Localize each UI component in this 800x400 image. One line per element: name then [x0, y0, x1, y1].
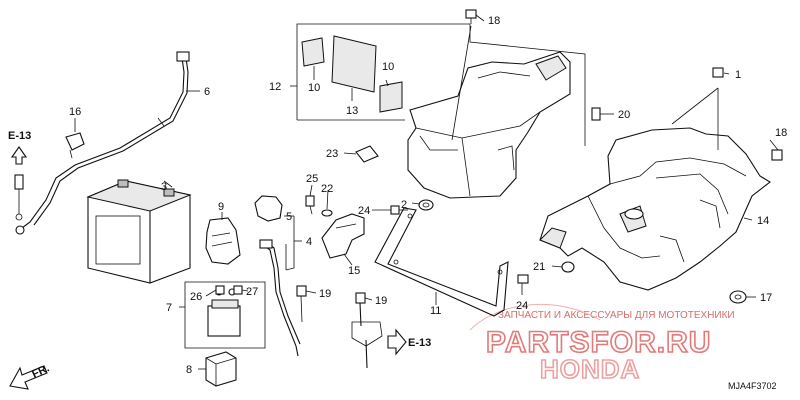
- washer-22: [321, 209, 333, 217]
- callout-1: 1: [735, 69, 741, 81]
- terminal-19a: [296, 285, 307, 323]
- watermark-brand: HONDA: [540, 354, 640, 384]
- callout-20: 20: [618, 109, 630, 121]
- clip-16: [65, 132, 85, 159]
- nut-1: [671, 67, 724, 150]
- rear-fender-14: [539, 127, 771, 291]
- front-arrow: FR.: [9, 362, 51, 390]
- callout-15: 15: [348, 265, 360, 277]
- ref-e13-left: E-13: [8, 130, 31, 142]
- grommet-17: [729, 290, 747, 304]
- bolt-21: [561, 261, 575, 273]
- callout-9: 9: [218, 201, 224, 213]
- diagram-code: MJA4F3702: [728, 381, 777, 391]
- bolt-20: [591, 107, 601, 121]
- callout-5: 5: [286, 211, 292, 223]
- callout-14: 14: [757, 215, 769, 227]
- bolt-25: [305, 195, 315, 215]
- cable-4: [259, 239, 301, 357]
- battery-cable: [15, 51, 190, 235]
- watermark-tagline: ЗАПЧАСТИ И АКСЕССУАРЫ ДЛЯ МОТОТЕХНИКИ: [498, 310, 735, 321]
- clip-23: [355, 145, 379, 163]
- callout-12: 12: [269, 81, 281, 93]
- ref-e13-right: E-13: [387, 328, 431, 356]
- grommet-2: [418, 199, 434, 211]
- callout-19a: 19: [319, 288, 331, 300]
- callout-10b: 10: [382, 61, 394, 73]
- callout-3: 3: [161, 181, 167, 193]
- bolt-e13-left: [10, 146, 28, 221]
- ref-e13-right-label: E-13: [408, 337, 431, 349]
- relay-8: [205, 351, 237, 387]
- callout-17: 17: [760, 292, 772, 304]
- callout-24a: 24: [358, 205, 370, 217]
- callout-8: 8: [186, 364, 192, 376]
- callout-18b: 18: [775, 127, 787, 139]
- callout-4: 4: [306, 236, 312, 248]
- leader-lines: [74, 14, 779, 370]
- callout-26: 26: [190, 291, 202, 303]
- bolt-24b: [517, 274, 529, 284]
- watermark-site: PARTSFOR.RU: [486, 326, 711, 359]
- watermark: ЗАПЧАСТИ И АКСЕССУАРЫ ДЛЯ МОТОТЕХНИКИ PA…: [469, 303, 735, 385]
- frame-stay-11: [374, 207, 509, 317]
- bracket-15: [321, 213, 365, 259]
- callout-19b: 19: [375, 295, 387, 307]
- battery-tray: [407, 51, 571, 199]
- callout-27: 27: [246, 286, 258, 298]
- screw-18-right: [771, 149, 783, 161]
- callout-numbers: 1 2 3 4 5 6 7 8 9 10 10 11 12 13 14 15 1…: [69, 15, 787, 376]
- battery: [86, 179, 192, 284]
- callout-21: 21: [533, 261, 545, 273]
- callout-16: 16: [69, 106, 81, 118]
- callout-11: 11: [430, 305, 441, 317]
- screw-18-top: [451, 9, 477, 141]
- callout-7: 7: [166, 302, 172, 314]
- callout-23: 23: [326, 148, 338, 160]
- callout-18a: 18: [488, 15, 500, 27]
- callout-22: 22: [321, 183, 333, 195]
- callout-10a: 10: [308, 82, 320, 94]
- cap-5: [254, 195, 283, 222]
- ref-e13-left-label: E-13: [8, 130, 31, 142]
- callout-25: 25: [306, 173, 318, 185]
- callout-6: 6: [204, 86, 210, 98]
- front-label: FR.: [30, 362, 51, 380]
- terminal-cover-9: [205, 217, 241, 265]
- callout-2: 2: [401, 199, 407, 211]
- callout-13: 13: [346, 105, 358, 117]
- callout-24b: 24: [516, 300, 528, 312]
